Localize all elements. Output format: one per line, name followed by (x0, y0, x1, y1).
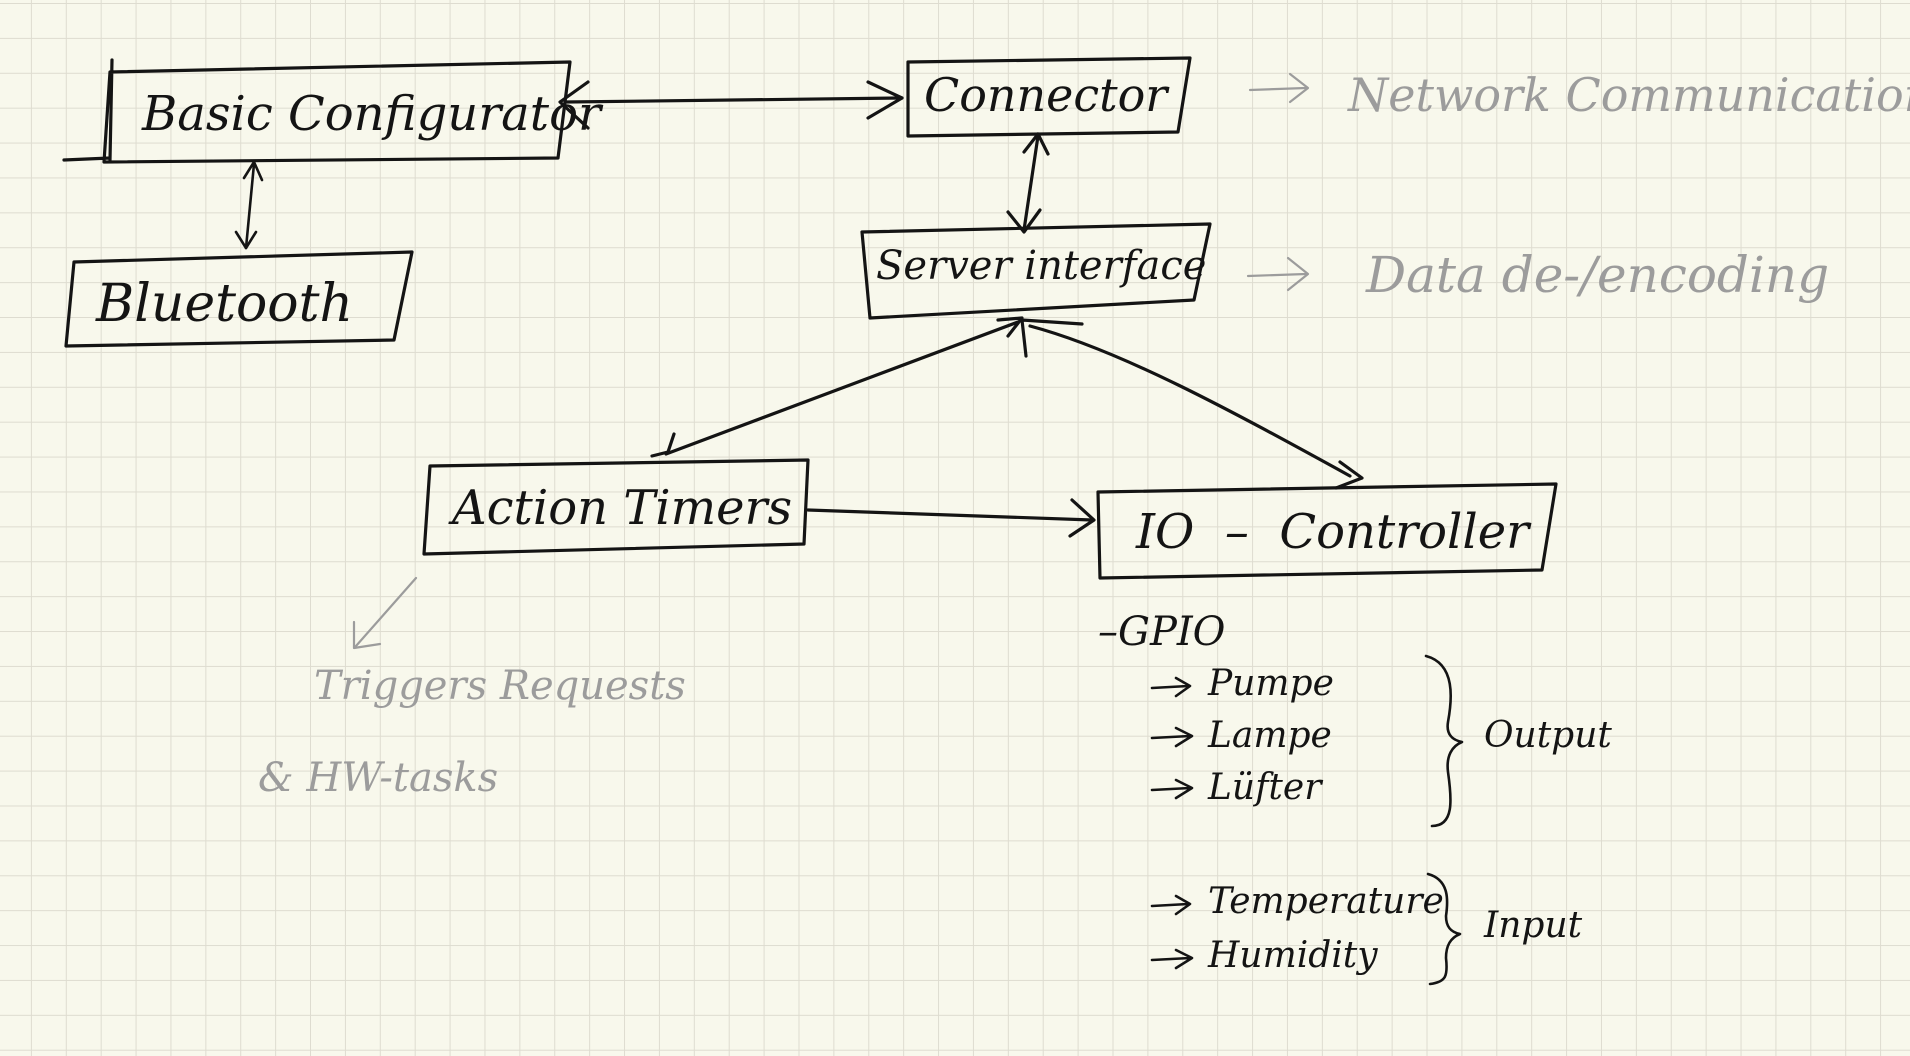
basic-configurator-label: Basic Configurator (142, 86, 601, 142)
output-brace (1424, 654, 1464, 828)
arrow-timers-io (806, 498, 1096, 538)
basic-configurator-box (62, 58, 572, 164)
pencil-arrow-triggers (352, 576, 418, 650)
input-group-label: Input (1484, 905, 1583, 946)
arrow-configurator-bluetooth (234, 160, 264, 250)
gpio-input-temperature: Temperature (1208, 881, 1444, 922)
connector-box (906, 56, 1192, 138)
io-controller-label: IO – Controller (1136, 504, 1530, 560)
io-controller-box (1096, 482, 1558, 580)
bluetooth-label: Bluetooth (96, 274, 354, 334)
pencil-arrow-network (1248, 72, 1310, 104)
gpio-input-humidity: Humidity (1208, 935, 1378, 976)
input-brace (1426, 872, 1462, 986)
data-encoding-note: Data de-/encoding (1366, 246, 1830, 304)
bluetooth-box (64, 250, 414, 348)
arrow-connector-server (1006, 132, 1050, 234)
arrow-server-io (1020, 318, 1364, 490)
gpio-item-arrows (1150, 676, 1194, 970)
gpio-output-pumpe: Pumpe (1208, 663, 1334, 704)
action-timers-label: Action Timers (452, 480, 793, 536)
triggers-note-line1: Triggers Requests (314, 663, 686, 709)
arrow-configurator-connector (558, 80, 904, 130)
gpio-output-lampe: Lampe (1208, 715, 1332, 756)
server-interface-label: Server interface (876, 243, 1207, 289)
action-timers-box (422, 458, 810, 556)
arrow-timers-server (650, 316, 1024, 458)
output-group-label: Output (1484, 715, 1612, 756)
triggers-note-line2: & HW-tasks (258, 755, 499, 801)
connector-label: Connector (924, 68, 1168, 122)
server-interface-box (860, 222, 1212, 320)
gpio-heading: –GPIO (1098, 609, 1226, 655)
network-communication-note: Network Communication (1348, 68, 1910, 122)
gpio-output-luefter: Lüfter (1208, 767, 1322, 808)
pencil-arrow-data (1246, 256, 1310, 292)
